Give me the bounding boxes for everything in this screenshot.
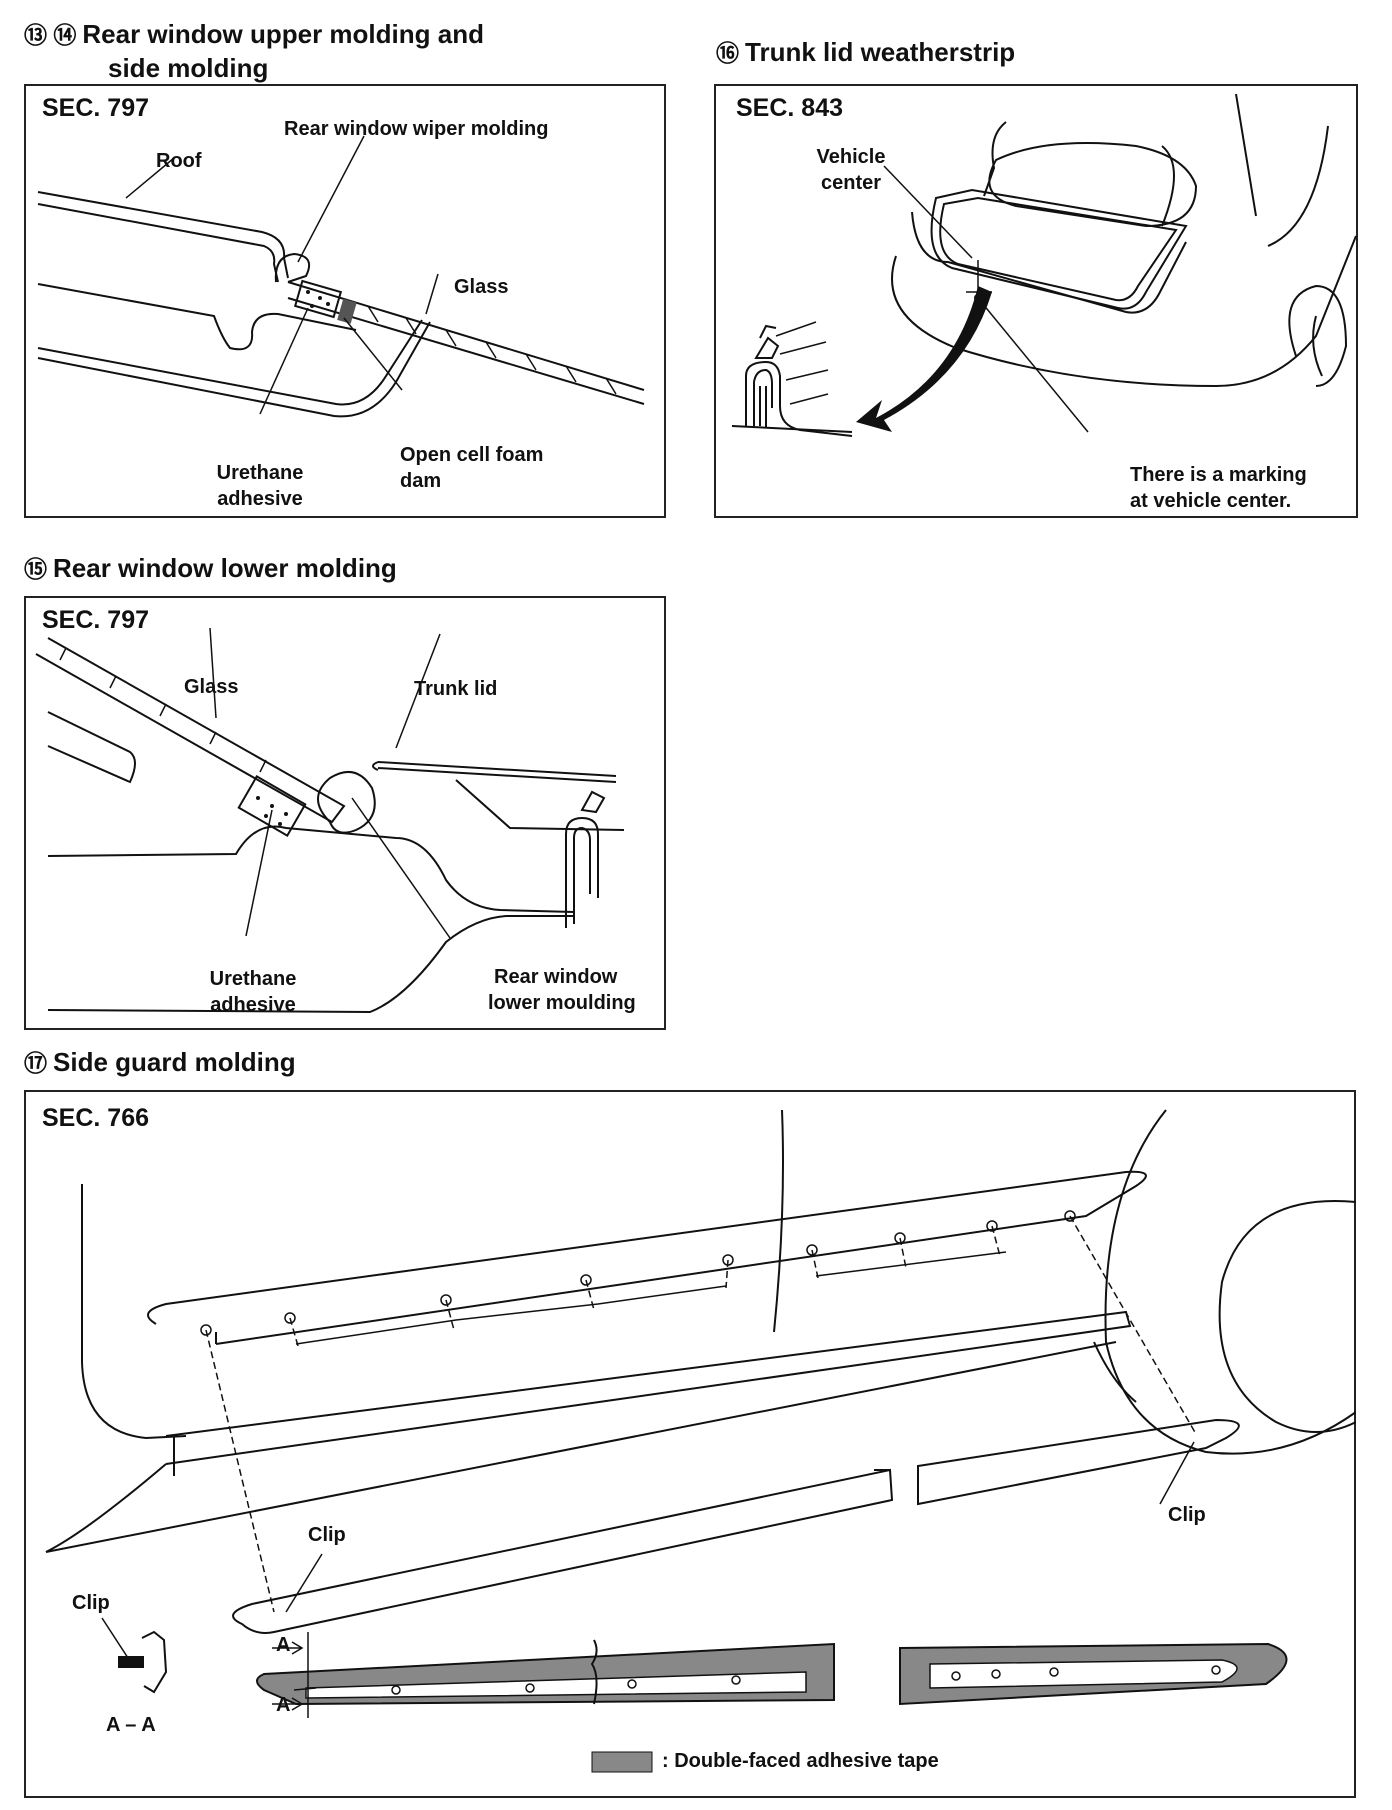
label-glass: Glass bbox=[454, 276, 509, 298]
sec-number: SEC. 797 bbox=[42, 606, 150, 634]
label-vehicle-center-marking: There is a marking at vehicle center. bbox=[1130, 464, 1307, 512]
panel-trunk-lid-weatherstrip: SEC. 843 Vehicle center There is a marki… bbox=[714, 84, 1358, 518]
curved-arrow bbox=[856, 286, 992, 432]
label-clip-rear: Clip bbox=[1168, 1504, 1206, 1526]
weatherstrip bbox=[565, 816, 599, 928]
trunk-lid-weatherstrip-drawing bbox=[731, 93, 1357, 437]
sec-number: SEC. 797 bbox=[42, 94, 150, 122]
sec-number: SEC. 843 bbox=[736, 94, 844, 122]
legend-double-faced-adhesive-tape: : Double-faced adhesive tape bbox=[662, 1750, 939, 1772]
lower-molding-rear bbox=[917, 1418, 1240, 1506]
section-13-14-title-line1: Rear window upper molding and bbox=[82, 19, 484, 49]
label-vehicle-center: Vehicle center bbox=[816, 146, 886, 194]
panel-rear-window-upper-molding: SEC. 797 Rear window wiper molding Roof … bbox=[24, 84, 666, 518]
legend-swatch bbox=[591, 1751, 653, 1773]
rear-wheel bbox=[1288, 284, 1348, 387]
wiper-molding bbox=[274, 252, 310, 283]
upper-molding-front bbox=[147, 1170, 1147, 1345]
label-section-a-bottom: A bbox=[276, 1694, 291, 1716]
rear-window-upper-molding-drawing bbox=[37, 135, 645, 418]
upper-clip-holes bbox=[200, 1210, 1076, 1336]
urethane-adhesive bbox=[293, 279, 343, 319]
section-15-number: ⑮ bbox=[24, 556, 47, 582]
side-guard-molding-drawing bbox=[45, 1109, 1356, 1773]
glass bbox=[35, 637, 346, 824]
label-rear-window-wiper-molding: Rear window wiper molding bbox=[284, 118, 549, 140]
label-urethane-adhesive: Urethane adhesive bbox=[216, 462, 304, 510]
rocker-panel bbox=[165, 1310, 1132, 1465]
rear-window-lower-moulding bbox=[317, 770, 376, 834]
section-13-14-number: ⑬ ⑭ bbox=[24, 22, 77, 48]
sec-number: SEC. 766 bbox=[42, 1104, 150, 1132]
urethane-adhesive bbox=[237, 775, 307, 837]
label-roof: Roof bbox=[156, 150, 202, 172]
section-17-number: ⑰ bbox=[24, 1050, 47, 1076]
trunk-lid bbox=[988, 142, 1198, 228]
label-section-a-a: A – A bbox=[106, 1714, 156, 1736]
label-open-cell-foam-dam: Open cell foam dam bbox=[400, 444, 544, 492]
label-clip-front: Clip bbox=[308, 1524, 346, 1546]
label-section-a-top: A bbox=[276, 1634, 291, 1656]
panel-rear-window-lower-molding: SEC. 797 Glass Trunk lid Urethane adhesi… bbox=[24, 596, 666, 1030]
door-front-edge bbox=[81, 1184, 187, 1440]
section-16-number: ⑯ bbox=[716, 40, 739, 66]
panel-side-guard-molding: SEC. 766 Clip Clip Clip A – A A A : Doub… bbox=[24, 1090, 1356, 1798]
rear-window-lower-molding-drawing bbox=[35, 627, 625, 1014]
section-13-14-title-line2: side molding bbox=[108, 53, 269, 83]
tape-strip-right bbox=[899, 1642, 1288, 1706]
roof-outline bbox=[37, 203, 279, 283]
car-body bbox=[891, 235, 1357, 388]
door-gap bbox=[773, 1109, 784, 1333]
trunk-lid bbox=[377, 761, 617, 783]
body-panel bbox=[37, 283, 357, 351]
rear-wheel-arch bbox=[1104, 1109, 1356, 1455]
weatherstrip-cross-section bbox=[745, 360, 853, 437]
section-clip bbox=[141, 1630, 168, 1694]
label-trunk-lid: Trunk lid bbox=[414, 678, 498, 700]
label-clip-section: Clip bbox=[72, 1592, 110, 1614]
lower-molding-front bbox=[232, 1468, 894, 1634]
label-glass: Glass bbox=[184, 676, 239, 698]
open-cell-foam-dam bbox=[337, 298, 357, 324]
label-rear-window-lower-moulding: Rear window lower moulding bbox=[488, 966, 636, 1014]
tape-strip-left bbox=[256, 1639, 835, 1706]
label-urethane-adhesive: Urethane adhesive bbox=[209, 968, 297, 1016]
body-panel bbox=[47, 825, 575, 913]
trunk-opening bbox=[930, 188, 1188, 310]
